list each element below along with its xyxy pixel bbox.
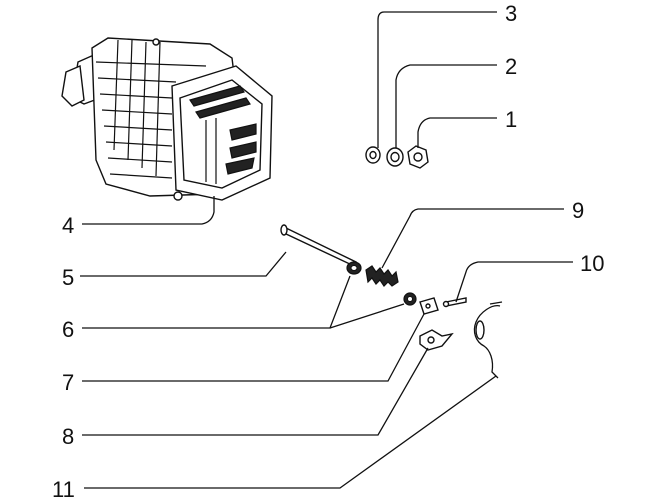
valve-rod-5 [280, 224, 357, 267]
spring-9 [365, 265, 399, 287]
callout-10: 10 [580, 251, 604, 276]
pin-10 [442, 297, 467, 308]
washer-3 [365, 146, 381, 164]
seal-6-upper [346, 261, 362, 275]
seal-6-lower [403, 292, 417, 306]
spring-washer-2 [386, 147, 404, 167]
callout-1: 1 [505, 107, 517, 132]
callout-3: 3 [505, 1, 517, 26]
callout-4: 4 [62, 213, 74, 238]
bracket-7 [419, 297, 439, 315]
cylinder-head [61, 37, 273, 201]
callout-6: 6 [62, 317, 74, 342]
callout-9: 9 [572, 198, 584, 223]
callout-8: 8 [62, 424, 74, 449]
callout-2: 2 [505, 54, 517, 79]
clamp-8 [419, 329, 454, 351]
callout-5: 5 [62, 265, 74, 290]
leader-lines [80, 11, 573, 489]
wire-clip-11 [473, 301, 503, 379]
callout-7: 7 [62, 370, 74, 395]
nut-1 [407, 145, 429, 169]
callout-11: 11 [52, 477, 75, 499]
